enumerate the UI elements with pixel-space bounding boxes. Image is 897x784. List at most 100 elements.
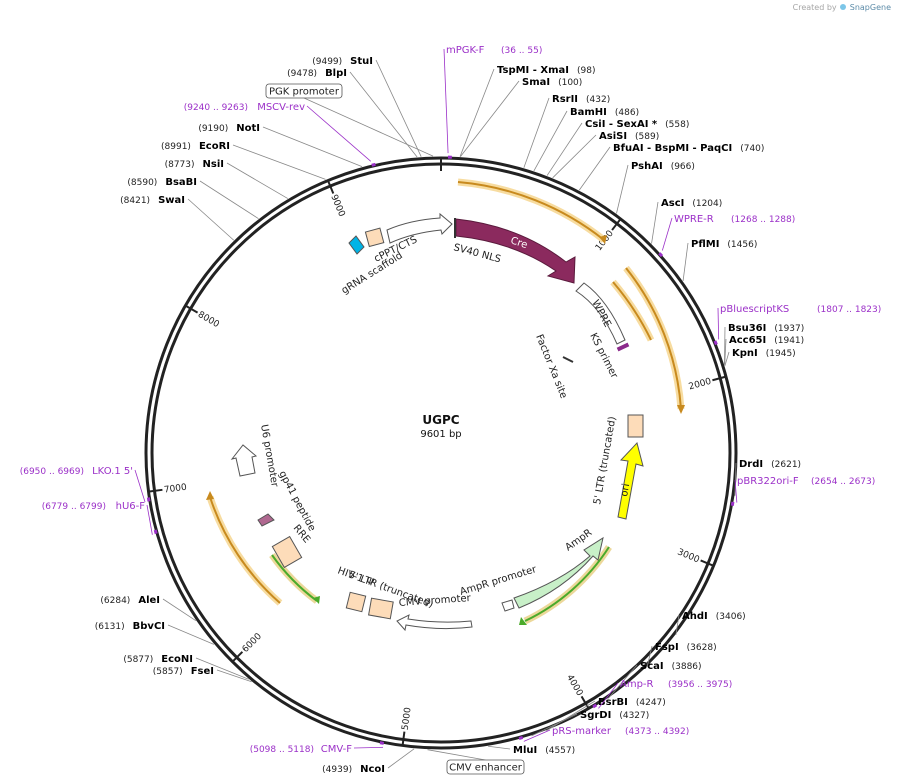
enzyme-site[interactable]: MluI(4557) [513,745,575,756]
enzyme-position: (8590) [127,178,157,188]
primer-site[interactable]: LKO.1 5'(6950 .. 6969) [20,466,151,503]
enzyme-site[interactable]: EcoNI(5877) [123,654,193,665]
enzyme-leader-line [349,71,418,158]
tick-mark [611,218,622,231]
enzyme-site[interactable]: BsaBI(8590) [127,177,197,188]
primer-range: (9240 .. 9263) [184,103,248,113]
primer-site[interactable]: mPGK-F(36 .. 55) [443,45,542,159]
enzyme-name: DrdI [739,459,763,470]
primer-binding-mark [371,162,376,167]
enzyme-position: (740) [740,144,764,154]
enzyme-site[interactable]: StuI(9499) [312,56,373,67]
enzyme-site[interactable]: FseI(5857) [153,666,214,677]
enzyme-name: AleI [138,595,160,606]
ks-primer-feature[interactable] [616,342,630,352]
enzyme-site[interactable]: SgrDI(4327) [580,710,649,721]
tick-label: 5000 [401,707,414,731]
rre-feature[interactable] [271,535,303,569]
tick-label: 2000 [688,377,713,393]
enzyme-site[interactable]: AhdI(3406) [682,611,746,622]
grna-scaffold-feature[interactable] [348,235,365,255]
cppt-box[interactable] [364,227,385,248]
primer-site[interactable]: pBluescriptKS(1807 .. 1823) [713,304,881,346]
enzyme-site[interactable]: BfuAI - BspMI - PaqCI(740) [613,143,764,154]
ltr-truncated-label: 5' LTR (truncated) [592,416,618,506]
enzyme-name: ScaI [640,661,664,672]
enzyme-position: (9499) [312,57,342,67]
enzyme-site[interactable]: AsiSI(589) [599,131,659,142]
enzyme-site[interactable]: AscI(1204) [661,198,722,209]
primer-site[interactable]: MSCV-rev(9240 .. 9263) [184,102,376,167]
enzyme-position: (1456) [727,240,757,250]
enzyme-site[interactable]: SwaI(8421) [120,195,185,206]
enzyme-site[interactable]: Bsu36I(1937) [728,323,804,334]
u6-promoter-feature[interactable] [230,444,258,477]
primer-name: hU6-F [116,501,146,512]
primer-site[interactable]: WPRE-R(1268 .. 1288) [658,214,795,258]
cmv-promoter-feature[interactable] [396,614,473,632]
enzyme-site[interactable]: RsrII(432) [552,94,610,105]
enzyme-leader-line [546,700,596,732]
enzyme-site[interactable]: FspI(3628) [655,642,717,653]
enzyme-site[interactable]: BamHI(486) [570,107,639,118]
wpre-feature[interactable] [575,282,626,345]
orf-arc-2 [612,281,652,341]
enzyme-name: BbvCI [133,621,165,632]
enzyme-name: RsrII [552,94,578,105]
enzyme-site[interactable]: PshAI(966) [631,161,695,172]
primer-site[interactable]: pBR322ori-F(2654 .. 2673) [730,476,875,507]
ori-feature[interactable] [617,441,644,520]
snapgene-logo-icon [840,4,847,10]
green-arc-1-head [519,617,527,625]
hiv1-psi-box[interactable] [368,597,394,620]
enzyme-site[interactable]: CsiI - SexAI *(558) [585,119,689,130]
enzyme-position: (589) [635,132,659,142]
primer-range: (36 .. 55) [501,46,542,56]
enzyme-leader-line [488,745,511,750]
enzyme-site[interactable]: BlpI(9478) [287,68,347,79]
primer-name: Amp-R [620,679,654,690]
enzyme-site[interactable]: TspMI - XmaI(98) [497,65,595,76]
tick-mark [148,488,163,493]
feature-leader-line [303,97,434,157]
ltr-5prime-box[interactable] [345,591,367,613]
enzyme-site[interactable]: NotI(9190) [198,123,260,134]
green-arc-1 [524,546,610,622]
enzyme-position: (4557) [545,746,575,756]
enzyme-site[interactable]: EcoRI(8991) [161,141,230,152]
primer-site[interactable]: CMV-F(5098 .. 5118) [250,741,385,755]
enzyme-site[interactable]: Acc65I(1941) [729,335,804,346]
enzyme-name: SwaI [158,195,185,206]
ampr-feature[interactable] [513,536,604,609]
enzyme-position: (3886) [672,662,702,672]
enzyme-leader-line [578,146,611,191]
enzyme-site[interactable]: KpnI(1945) [732,348,796,359]
enzyme-site[interactable]: NcoI(4939) [322,764,385,775]
feature-callout-box[interactable]: PGK promoter [265,83,343,99]
gp41-peptide-feature[interactable] [257,513,275,527]
enzyme-site[interactable]: ScaI (3886) [640,661,702,672]
feature-callout-frame [265,83,343,99]
enzyme-site[interactable]: AleI(6284) [100,595,160,606]
feature-callout-box[interactable]: CMV enhancer [446,759,525,775]
enzyme-site[interactable]: DrdI(2621) [739,459,801,470]
ltr-truncated-3prime-box[interactable] [627,414,644,438]
ampr-promoter-feature[interactable] [501,599,515,612]
enzyme-site[interactable]: PflMI(1456) [691,239,757,250]
primer-range: (1807 .. 1823) [817,305,881,315]
cre-feature[interactable] [455,218,576,284]
enzyme-site[interactable]: SmaI(100) [522,77,582,88]
primer-site[interactable]: Amp-R(3956 .. 3975) [592,679,732,709]
primer-site[interactable]: pRS-marker(4373 .. 4392) [518,726,689,742]
primer-site[interactable]: hU6-F(6779 .. 6799) [42,501,158,535]
primer-leader-line [306,105,372,162]
enzyme-position: (4939) [322,765,352,775]
enzyme-site[interactable]: NsiI(8773) [165,159,224,170]
enzyme-position: (5877) [123,655,153,665]
enzyme-leader-line [459,68,495,157]
grna-scaffold-label: gRNA scaffold [340,250,405,296]
enzyme-site[interactable]: BbvCI(6131) [95,621,165,632]
enzyme-site[interactable]: BsrBI(4247) [598,697,666,708]
cppt-cts-feature[interactable] [386,212,453,244]
enzyme-name: NsiI [203,159,224,170]
